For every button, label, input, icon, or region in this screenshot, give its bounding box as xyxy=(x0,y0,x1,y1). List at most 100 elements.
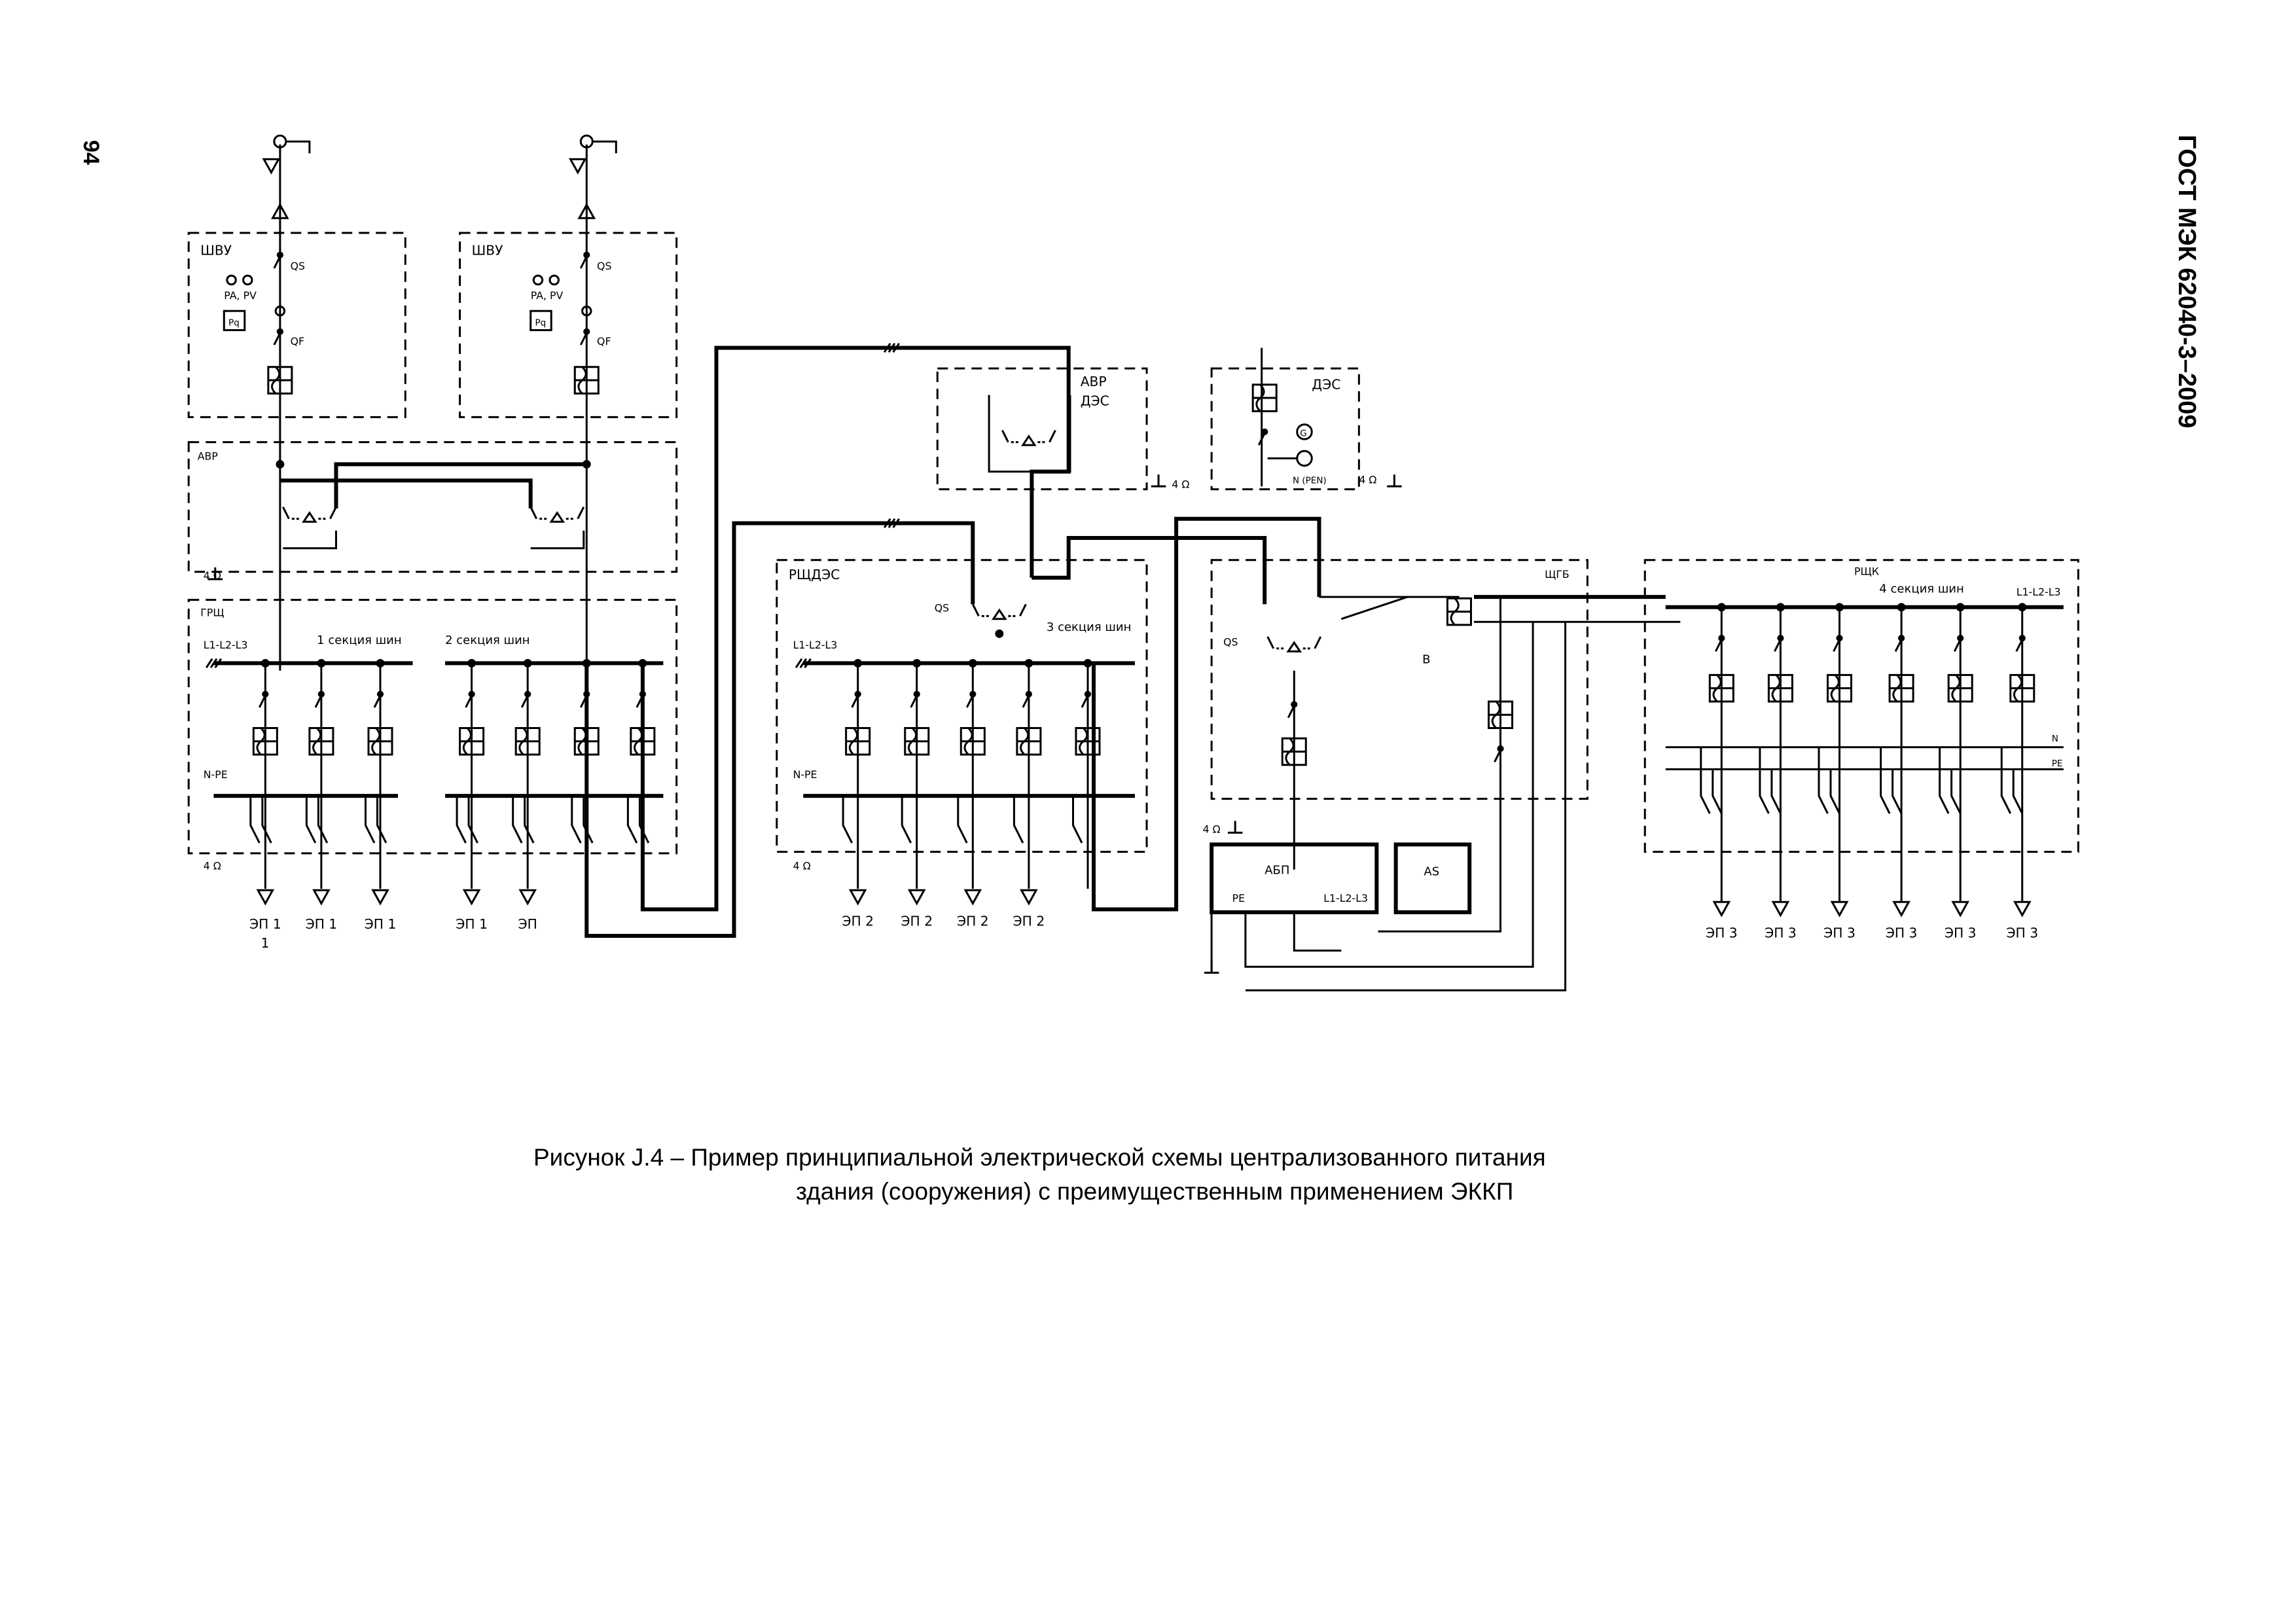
avr-des-ground-label: 4 Ω xyxy=(1172,478,1189,490)
panel-rshch xyxy=(1643,559,2079,853)
rshch-des-drop-2 xyxy=(901,796,912,844)
grshch-relay-1 xyxy=(252,726,278,756)
qf-label-2: QF xyxy=(597,335,611,348)
rshch-drop-n-2 xyxy=(1759,747,1770,814)
rshch-des-relay-1 xyxy=(845,726,871,756)
n-bus-label: N xyxy=(2052,734,2058,744)
incoming-arrow-2 xyxy=(568,158,587,175)
pa-pv-label-1: PA, PV xyxy=(224,289,257,302)
qf-breaker-1 xyxy=(273,328,283,346)
shgp-relay xyxy=(1281,737,1307,766)
rshch-des-relay-2 xyxy=(904,726,930,756)
rshch-relay-2 xyxy=(1767,673,1793,703)
npe-drop-5-0 xyxy=(512,796,523,844)
bypass-relay xyxy=(1446,597,1472,626)
bus-label-l123-a: L1-L2-L3 xyxy=(204,639,248,651)
incoming-arrow-up-1 xyxy=(271,202,289,219)
incoming-ground-1 xyxy=(285,140,311,154)
panel-des xyxy=(1210,367,1360,491)
rshch-drop-n-3 xyxy=(1818,747,1829,814)
junction-dot xyxy=(1897,603,1906,612)
rshch-des-relay-5 xyxy=(1075,726,1101,756)
incoming-arrow-1 xyxy=(262,158,281,175)
shgp-bypass-diag xyxy=(1340,596,1408,620)
panel-label-shgp: ЩГБ xyxy=(1545,568,1570,580)
qf-label-1: QF xyxy=(291,335,304,348)
figure-caption-line2: здания (сооружения) с преимущественным п… xyxy=(796,1178,1514,1205)
npe-drop-7-1 xyxy=(638,796,650,844)
grshch-relay-4 xyxy=(459,726,485,756)
junction-dot xyxy=(523,658,532,668)
grshch-load-sub: 1 xyxy=(261,935,270,951)
avr-cross-b xyxy=(334,462,587,508)
rshch-drop-pe-3 xyxy=(1829,769,1840,814)
rshch-load-label-5: ЭП 3 xyxy=(1945,925,1977,940)
des-breaker xyxy=(1257,428,1268,446)
rshch-relay-1 xyxy=(1708,673,1734,703)
junction-dot xyxy=(638,658,647,668)
avr-cross-a xyxy=(279,478,533,508)
junction-dot xyxy=(1835,603,1844,612)
rshch-des-load-label-3: ЭП 2 xyxy=(957,913,989,929)
rshch-relay-4 xyxy=(1888,673,1914,703)
grshch-load-label-3: ЭП 1 xyxy=(365,916,397,932)
rshch-load-label-1: ЭП 3 xyxy=(1706,925,1738,940)
junction-dot xyxy=(1717,603,1726,612)
rshch-relay-5 xyxy=(1947,673,1973,703)
ups-ground xyxy=(1227,821,1243,834)
npe-drop-2-1 xyxy=(317,796,329,844)
panel-label-grshch: ГРЩ xyxy=(200,606,224,618)
des-relay xyxy=(1251,383,1278,412)
rshch-breaker-3 xyxy=(1833,635,1843,652)
pa-pv-label-2: PA, PV xyxy=(531,289,564,302)
grshch-load-label-4: ЭП 1 xyxy=(456,916,488,932)
panel-label-shvu-2: ШВУ xyxy=(472,243,503,259)
rshch-load-label-2: ЭП 3 xyxy=(1765,925,1797,940)
junction-dot xyxy=(582,459,591,469)
des-ground-label: 4 Ω xyxy=(1359,474,1376,486)
tie-ticks-1 xyxy=(883,342,900,353)
incoming-ground-2 xyxy=(592,140,617,154)
junction-dot xyxy=(1024,658,1033,668)
panel-rshch-des xyxy=(776,559,1148,853)
bus-label-sec2: 2 секция шин xyxy=(445,633,529,647)
bypass-b-label: B xyxy=(1422,652,1430,666)
npe-drop-7-0 xyxy=(626,796,638,844)
ammeter-1 xyxy=(226,274,237,286)
as-box xyxy=(1393,842,1472,914)
junction-dot xyxy=(1776,603,1785,612)
rshch-load-label-3: ЭП 3 xyxy=(1823,925,1856,940)
avr-main-switch-1 xyxy=(282,507,337,523)
generator-circle xyxy=(1296,423,1313,440)
rshch-breaker-6 xyxy=(2015,635,2026,652)
rshch-breaker-2 xyxy=(1774,635,1784,652)
grshch-breaker-6 xyxy=(579,690,590,708)
junction-dot xyxy=(968,658,977,668)
rshch-des-load-label-1: ЭП 2 xyxy=(842,913,874,929)
npe-drop-4-0 xyxy=(456,796,467,844)
rshch-drop-pe-2 xyxy=(1770,769,1782,814)
avr-des-frame-wires xyxy=(988,395,1071,473)
rshch-des-breaker-2 xyxy=(910,690,920,708)
ups-pe-label: PE xyxy=(1232,892,1245,904)
ground-label-grshch: 4 Ω xyxy=(204,860,221,872)
rshch-des-load-1 xyxy=(848,889,867,906)
avr-main-switch-2 xyxy=(529,507,585,523)
rshch-drop-n-4 xyxy=(1880,747,1891,814)
shgp-breaker xyxy=(1287,701,1298,719)
as-label: AS xyxy=(1424,865,1439,879)
ground-label-avr: 4 Ω xyxy=(204,569,221,582)
junction-dot xyxy=(912,658,922,668)
grshch-relay-2 xyxy=(308,726,334,756)
rshch-load-3 xyxy=(1830,901,1849,918)
rshch-breaker-5 xyxy=(1953,635,1964,652)
rshch-des-load-label-4: ЭП 2 xyxy=(1013,913,1045,929)
rshch-des-breaker-1 xyxy=(851,690,861,708)
junction-dot xyxy=(995,629,1004,638)
panel-label-avr-des-1: АВР xyxy=(1081,374,1107,389)
voltmeter-2 xyxy=(548,274,560,286)
ups-bypass-relay xyxy=(1488,700,1514,729)
panel-avr-main xyxy=(187,441,678,573)
pe-bus-label: PE xyxy=(2052,758,2063,769)
